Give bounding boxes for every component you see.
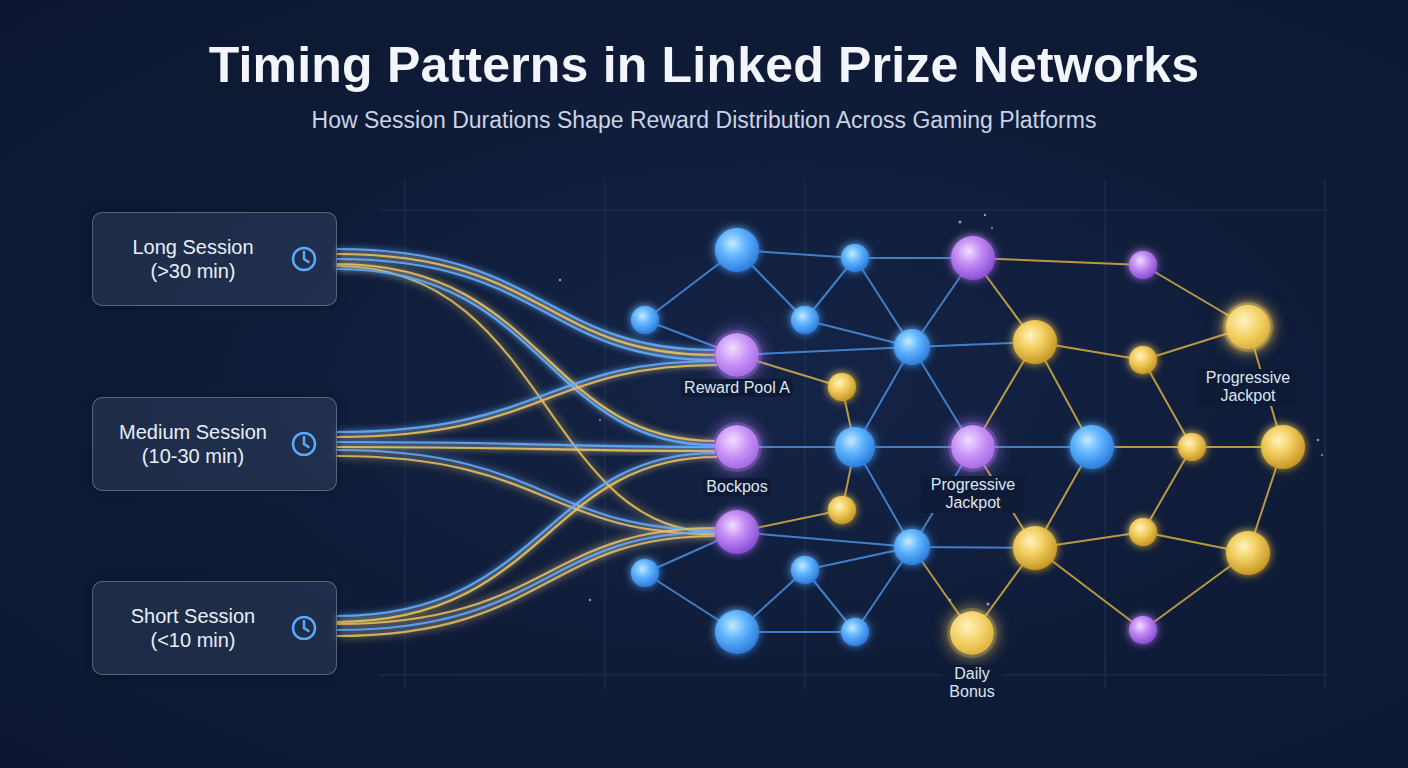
node-label: Daily Bonus	[940, 665, 1004, 702]
flow-connector	[337, 264, 715, 445]
flow-connector	[337, 361, 717, 437]
node-circle	[715, 333, 759, 377]
diagram-title: Timing Patterns in Linked Prize Networks	[0, 36, 1408, 94]
prize-node: Progressive Jackpot	[921, 425, 1025, 513]
flow-strand	[337, 365, 717, 437]
clock-icon	[290, 430, 318, 458]
node-circle	[951, 425, 995, 469]
session-label: Short Session (<10 min)	[113, 604, 273, 652]
node-label: Bockpos	[703, 478, 770, 496]
flow-connector	[337, 442, 715, 451]
clock-icon	[290, 245, 318, 273]
session-box: Long Session (>30 min)	[92, 212, 337, 306]
clock-face	[293, 617, 315, 639]
node-circle	[715, 425, 759, 469]
flow-connector	[337, 453, 717, 622]
session-label: Long Session (>30 min)	[113, 235, 273, 283]
node-label: Progressive Jackpot	[1196, 369, 1300, 406]
clock-icon	[290, 614, 318, 642]
node-circle	[950, 611, 994, 655]
session-box: Medium Session (10-30 min)	[92, 397, 337, 491]
flow-strand	[337, 447, 715, 451]
clock-hands	[304, 252, 309, 262]
flow-strand	[337, 249, 715, 350]
clock-face	[293, 433, 315, 455]
prize-node: Bockpos	[665, 425, 809, 496]
flow-strand	[337, 453, 715, 616]
session-label: Medium Session (10-30 min)	[113, 420, 273, 468]
text-holder: Medium Session (10-30 min)	[93, 398, 293, 490]
clock-hands	[304, 437, 309, 447]
clock-hands	[304, 621, 309, 631]
node-label: Reward Pool A	[681, 379, 793, 397]
prize-node: Reward Pool A	[665, 333, 809, 397]
node-circle	[1226, 305, 1270, 349]
prize-node: Daily Bonus	[940, 611, 1004, 702]
clock-face	[293, 248, 315, 270]
prize-node: Progressive Jackpot	[1196, 305, 1300, 406]
subtitle: How Session Durations Shape Reward Distr…	[0, 107, 1408, 134]
flow-strand	[337, 269, 715, 445]
session-box: Short Session (<10 min)	[92, 581, 337, 675]
text-holder: Short Session (<10 min)	[93, 582, 293, 674]
flow-strand	[337, 264, 715, 441]
network-dots	[631, 228, 1305, 654]
text-holder: Long Session (>30 min)	[93, 213, 293, 305]
grid-lines	[380, 180, 1330, 690]
flow-strand	[337, 361, 715, 432]
node-label: Progressive Jackpot	[921, 476, 1025, 513]
flow-strand	[337, 457, 717, 622]
network-links-gold	[737, 258, 1283, 633]
sparkles	[559, 214, 1323, 606]
